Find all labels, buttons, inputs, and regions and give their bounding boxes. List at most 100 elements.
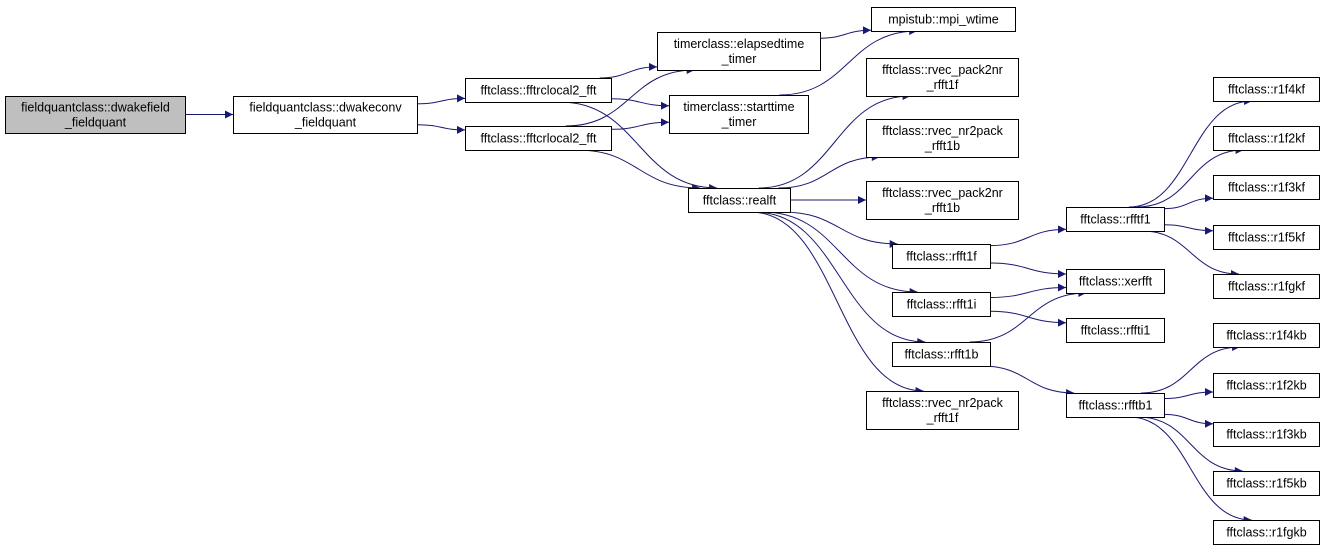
node-label: fftclass::rfft1b xyxy=(905,348,979,362)
node-box xyxy=(1213,225,1320,250)
node-box xyxy=(1213,373,1320,398)
node-label: _rfft1b xyxy=(924,201,960,215)
node-fftrclocal2[interactable]: fftclass::fftrclocal2_fft xyxy=(465,78,612,103)
node-mpiwtime[interactable]: mpistub::mpi_wtime xyxy=(871,7,1016,32)
node-label: _timer xyxy=(721,52,757,66)
node-box xyxy=(1066,207,1165,232)
node-realft[interactable]: fftclass::realft xyxy=(688,188,791,213)
node-box xyxy=(871,7,1016,32)
node-rffti1[interactable]: fftclass::rffti1 xyxy=(1066,318,1165,343)
edge-rfft1i-to-xerfft xyxy=(989,283,1067,298)
node-r1f4kb[interactable]: fftclass::r1f4kb xyxy=(1213,323,1320,348)
node-rfft1b[interactable]: fftclass::rfft1b xyxy=(892,342,991,367)
edge-realft-to-rfft1b xyxy=(754,211,926,346)
node-label: fftclass::r1fgkb xyxy=(1226,526,1306,540)
edge-rfftb1-to-r1f2kb xyxy=(1163,388,1214,399)
node-box xyxy=(892,292,991,317)
node-r1f5kf[interactable]: fftclass::r1f5kf xyxy=(1213,225,1320,250)
node-label: fftclass::rfftb1 xyxy=(1079,399,1153,413)
node-label: mpistub::mpi_wtime xyxy=(888,13,998,27)
node-r1fgkf[interactable]: fftclass::r1fgkf xyxy=(1213,274,1320,299)
node-label: fftclass::rvec_nr2pack xyxy=(882,124,1003,138)
nodes: fieldquantclass::dwakefield_fieldquantfi… xyxy=(5,7,1320,545)
node-label: timerclass::elapsedtime xyxy=(674,37,805,51)
edge-rfftf1-to-r1f5kf xyxy=(1163,224,1214,235)
node-label: fftclass::rvec_pack2nr xyxy=(882,186,1003,200)
edge-rfftb1-to-r1f3kb xyxy=(1163,413,1214,428)
node-label: fftclass::realft xyxy=(703,194,777,208)
node-label: fftclass::r1f5kb xyxy=(1226,477,1306,491)
node-label: fftclass::rfft1i xyxy=(907,298,977,312)
node-r1f3kb[interactable]: fftclass::r1f3kb xyxy=(1213,422,1320,447)
edge-realft-to-rfft1f xyxy=(782,211,898,248)
node-pack2nr_b[interactable]: fftclass::rvec_pack2nr_rfft1b xyxy=(866,181,1019,220)
node-r1f4kf[interactable]: fftclass::r1f4kf xyxy=(1213,77,1320,102)
edge-fftrclocal2-to-starttime xyxy=(610,98,670,110)
node-label: fftclass::r1f5kf xyxy=(1228,231,1305,245)
node-box xyxy=(866,119,1019,158)
edge-dwakeconv-to-fftrclocal2 xyxy=(416,94,466,105)
node-r1f3kf[interactable]: fftclass::r1f3kf xyxy=(1213,175,1320,200)
node-box xyxy=(1066,269,1165,294)
node-nr2pack_f[interactable]: fftclass::rvec_nr2pack_rfft1f xyxy=(866,391,1019,430)
node-label: fieldquantclass::dwakeconv xyxy=(249,101,402,115)
node-box xyxy=(1213,323,1320,348)
edge-rfftf1-to-r1f2kf xyxy=(1137,146,1244,208)
node-box xyxy=(1213,520,1320,545)
node-box xyxy=(866,181,1019,220)
node-label: fftclass::r1f2kf xyxy=(1228,132,1305,146)
node-label: fftclass::r1fgkf xyxy=(1228,280,1305,294)
node-box xyxy=(1066,393,1165,418)
node-nr2pack_b[interactable]: fftclass::rvec_nr2pack_rfft1b xyxy=(866,119,1019,158)
node-r1f2kb[interactable]: fftclass::r1f2kb xyxy=(1213,373,1320,398)
node-rfftf1[interactable]: fftclass::rfftf1 xyxy=(1066,207,1165,232)
node-rfft1f[interactable]: fftclass::rfft1f xyxy=(892,244,991,269)
node-box xyxy=(1213,126,1320,151)
node-starttime[interactable]: timerclass::starttime_timer xyxy=(669,95,809,134)
edges xyxy=(184,26,1253,524)
node-r1f5kb[interactable]: fftclass::r1f5kb xyxy=(1213,471,1320,496)
edge-fftcrlocal2-to-elapsed xyxy=(565,66,695,127)
edge-rfftf1-to-r1fgkf xyxy=(1141,230,1240,278)
node-label: _fieldquant xyxy=(64,116,127,130)
edge-rfftb1-to-r1fgkb xyxy=(1129,416,1252,524)
node-box xyxy=(465,126,612,151)
node-label: fftclass::xerfft xyxy=(1079,275,1153,289)
node-r1f2kf[interactable]: fftclass::r1f2kf xyxy=(1213,126,1320,151)
node-box xyxy=(688,188,791,213)
node-label: fftclass::rvec_nr2pack xyxy=(882,396,1003,410)
node-pack2nr_f[interactable]: fftclass::rvec_pack2nr_rfft1f xyxy=(866,58,1019,97)
node-xerfft[interactable]: fftclass::xerfft xyxy=(1066,269,1165,294)
node-fftcrlocal2[interactable]: fftclass::fftcrlocal2_fft xyxy=(465,126,612,151)
node-box xyxy=(892,342,991,367)
node-label: fftclass::r1f4kb xyxy=(1226,329,1306,343)
node-dwakeconv[interactable]: fieldquantclass::dwakeconv_fieldquant xyxy=(233,96,418,134)
edge-realft-to-rfft1i xyxy=(762,211,918,296)
edge-rfftf1-to-r1f4kf xyxy=(1128,97,1253,208)
edge-rfftb1-to-r1f4kb xyxy=(1140,343,1241,394)
node-box xyxy=(892,244,991,269)
edge-fftrclocal2-to-realft xyxy=(559,101,718,192)
node-label: fftclass::r1f4kf xyxy=(1228,83,1305,97)
node-rfftb1[interactable]: fftclass::rfftb1 xyxy=(1066,393,1165,418)
node-box xyxy=(657,32,821,71)
node-rfft1i[interactable]: fftclass::rfft1i xyxy=(892,292,991,317)
edge-fftcrlocal2-to-starttime xyxy=(610,118,670,130)
edge-elapsed-to-mpiwtime xyxy=(819,26,872,39)
node-root: fieldquantclass::dwakefield_fieldquant xyxy=(5,96,186,134)
node-box xyxy=(1213,422,1320,447)
node-label: fftclass::r1f3kb xyxy=(1226,428,1306,442)
node-r1fgkb[interactable]: fftclass::r1fgkb xyxy=(1213,520,1320,545)
node-elapsed[interactable]: timerclass::elapsedtime_timer xyxy=(657,32,821,71)
edge-realft-to-nr2pack_b xyxy=(778,153,880,189)
node-label: fieldquantclass::dwakefield xyxy=(21,101,170,115)
edge-fftrclocal2-to-elapsed xyxy=(599,62,658,79)
edge-rfft1f-to-xerfft xyxy=(989,262,1067,278)
node-box xyxy=(1213,77,1320,102)
node-label: _rfft1f xyxy=(926,411,959,425)
node-label: _timer xyxy=(721,115,757,129)
edge-realft-to-pack2nr_f xyxy=(758,92,911,189)
edge-rfft1b-to-xerfft xyxy=(969,289,1087,343)
node-label: timerclass::starttime xyxy=(683,100,794,114)
